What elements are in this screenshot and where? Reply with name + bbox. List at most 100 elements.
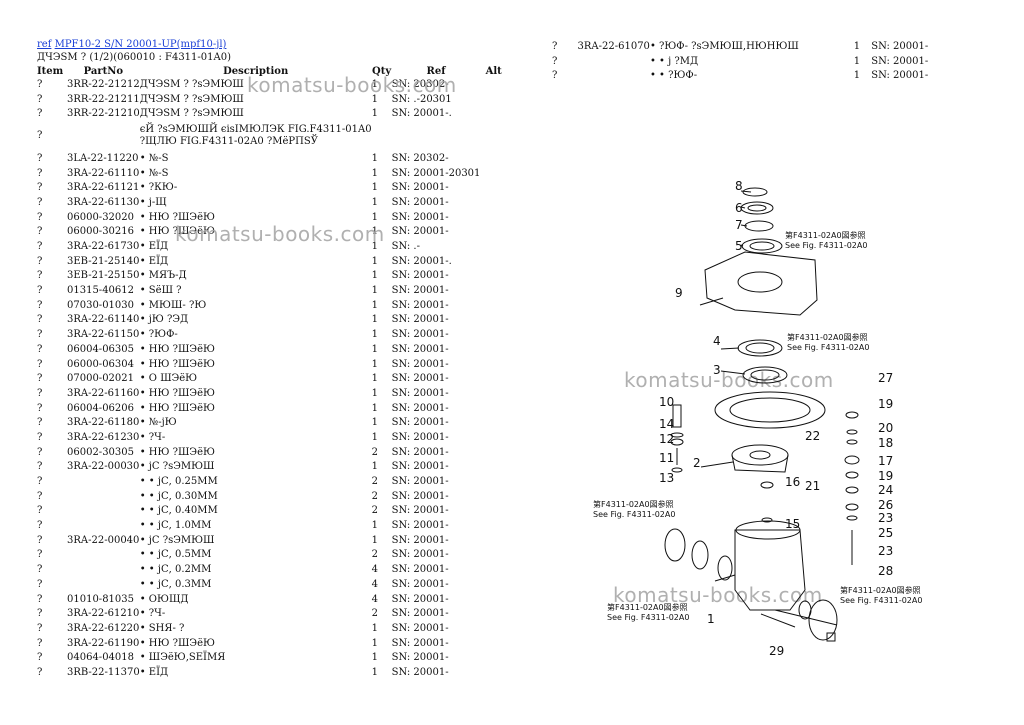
row-partno: 06000-06304 <box>67 358 135 370</box>
col-qty: Qty <box>372 65 392 77</box>
row-partno: 07030-01030 <box>67 299 135 311</box>
ref-note-en: See Fig. F4311-02A0 <box>785 241 867 250</box>
row-description: • • јС, 0.5ММ <box>139 549 212 561</box>
row-alt <box>480 474 507 489</box>
row-partno: 3EB-21-25140 <box>67 255 140 267</box>
row-partno: 06004-06305 <box>67 343 135 355</box>
page-subtitle: ДЧЭSМ ? (1/2)(060010 : F4311-01A0) <box>37 52 231 63</box>
row-description: • ?ЮФ- ?sЭМЮШ,НЮНЮШ <box>649 40 799 52</box>
row-qty: 1 <box>371 270 378 282</box>
row-description: • НЮ ?ШЭёЮ <box>139 226 215 238</box>
row-item: ? <box>37 387 43 399</box>
row-partno: 06000-30216 <box>67 226 135 238</box>
row-alt <box>480 342 507 357</box>
row-qty: 1 <box>371 652 378 664</box>
row-qty: 1 <box>853 55 861 67</box>
row-qty: 1 <box>371 211 378 223</box>
row-qty: 2 <box>371 549 378 561</box>
row-ref: SN: 20001- <box>391 358 449 370</box>
ref-link[interactable]: ref <box>37 39 52 50</box>
row-description: • SНЯ- ? <box>139 622 185 634</box>
row-alt <box>480 489 507 504</box>
row-ref: SN: 20001- <box>391 608 449 620</box>
exploded-diagram: 8 6 7 5 9 4 3 10 14 12 11 13 2 16 15 22 … <box>593 179 922 658</box>
callout: 16 <box>785 475 800 489</box>
col-item: Item <box>37 65 64 77</box>
row-item: ? <box>37 343 43 355</box>
row-partno <box>67 577 140 592</box>
row-description: єЙ ?sЭМЮШЙ єisIМЮЛЭК FIG.F4311-01A0?ЩЛЮ … <box>140 121 372 151</box>
row-alt <box>480 77 507 92</box>
row-qty: 2 <box>371 476 378 488</box>
row-qty: 4 <box>371 578 378 590</box>
row-item: ? <box>37 431 43 443</box>
callout: 19 <box>878 397 893 411</box>
row-item: ? <box>37 637 43 649</box>
row-description: • №-S <box>139 167 169 179</box>
row-partno: 06000-32020 <box>67 211 135 223</box>
row-description: • јС ?sЭМЮШ <box>139 461 215 473</box>
row-description: • ЕЇД <box>139 666 169 678</box>
callout: 22 <box>805 429 820 443</box>
row-partno: 3RA-22-61110 <box>67 167 140 179</box>
callout: 6 <box>735 201 743 215</box>
row-ref: SN: 20001- <box>391 593 449 605</box>
row-partno <box>578 54 650 69</box>
row-partno: 3RA-22-00040 <box>67 534 140 546</box>
row-partno: 3RA-22-61121 <box>67 182 140 194</box>
row-description: • ЕЇД <box>139 255 169 267</box>
row-ref: SN: 20001- <box>391 431 449 443</box>
row-qty: 2 <box>371 490 378 502</box>
row-description: • ОЮЩД <box>139 593 189 605</box>
row-description-line: ?ЩЛЮ FIG.F4311-02A0 ?МёРПSЎ <box>139 136 318 148</box>
row-description: • ШЭёЮ,SЕЇМЯ <box>139 652 226 664</box>
row-alt <box>480 445 507 460</box>
watermark: komatsu-books.com <box>613 583 823 607</box>
row-description: ДЧЭSМ ? ?sЭМЮШ <box>139 93 244 105</box>
row-ref: SN: 20001- <box>391 534 449 546</box>
ref-note-en: See Fig. F4311-02A0 <box>593 510 675 519</box>
row-ref: SN: 20001-. <box>391 108 452 120</box>
row-ref: SN: 20001-20301 <box>391 167 481 179</box>
model-link[interactable]: MPF10-2 S/N 20001-UP(mpf10-jl) <box>54 39 227 50</box>
ref-note-en: See Fig. F4311-02A0 <box>840 596 922 605</box>
row-alt <box>480 121 507 151</box>
row-qty: 1 <box>371 373 378 385</box>
callout: 12 <box>659 432 674 446</box>
col-ref: Ref <box>426 65 446 77</box>
row-alt <box>480 151 507 166</box>
row-alt <box>480 283 507 298</box>
ref-note-jp: 第F4311-02A0図参照 <box>785 230 866 240</box>
row-alt <box>480 592 507 607</box>
row-ref: SN: 20302- <box>391 78 449 90</box>
row-alt <box>480 401 507 416</box>
row-alt <box>480 460 507 475</box>
row-partno: 3RA-22-61210 <box>67 608 140 620</box>
row-qty: 1 <box>371 108 378 120</box>
row-partno: 3RR-22-21211 <box>67 93 140 105</box>
row-ref: SN: 20001- <box>391 476 449 488</box>
row-partno: 3RA-22-61220 <box>67 622 140 634</box>
callout: 19 <box>878 469 893 483</box>
watermark: komatsu-books.com <box>247 73 457 97</box>
row-partno: 3RA-22-61730 <box>67 241 140 253</box>
callout: 26 <box>878 498 893 512</box>
row-description: • ј-Щ <box>139 196 167 208</box>
row-alt <box>480 562 507 577</box>
row-ref: SN: 20001- <box>391 461 449 473</box>
row-item: ? <box>37 255 43 267</box>
row-item: ? <box>37 211 43 223</box>
row-alt <box>480 166 507 181</box>
row-description: ДЧЭSМ ? ?sЭМЮШ <box>139 108 244 120</box>
row-ref: SN: 20001- <box>391 299 449 311</box>
row-ref <box>392 121 481 151</box>
